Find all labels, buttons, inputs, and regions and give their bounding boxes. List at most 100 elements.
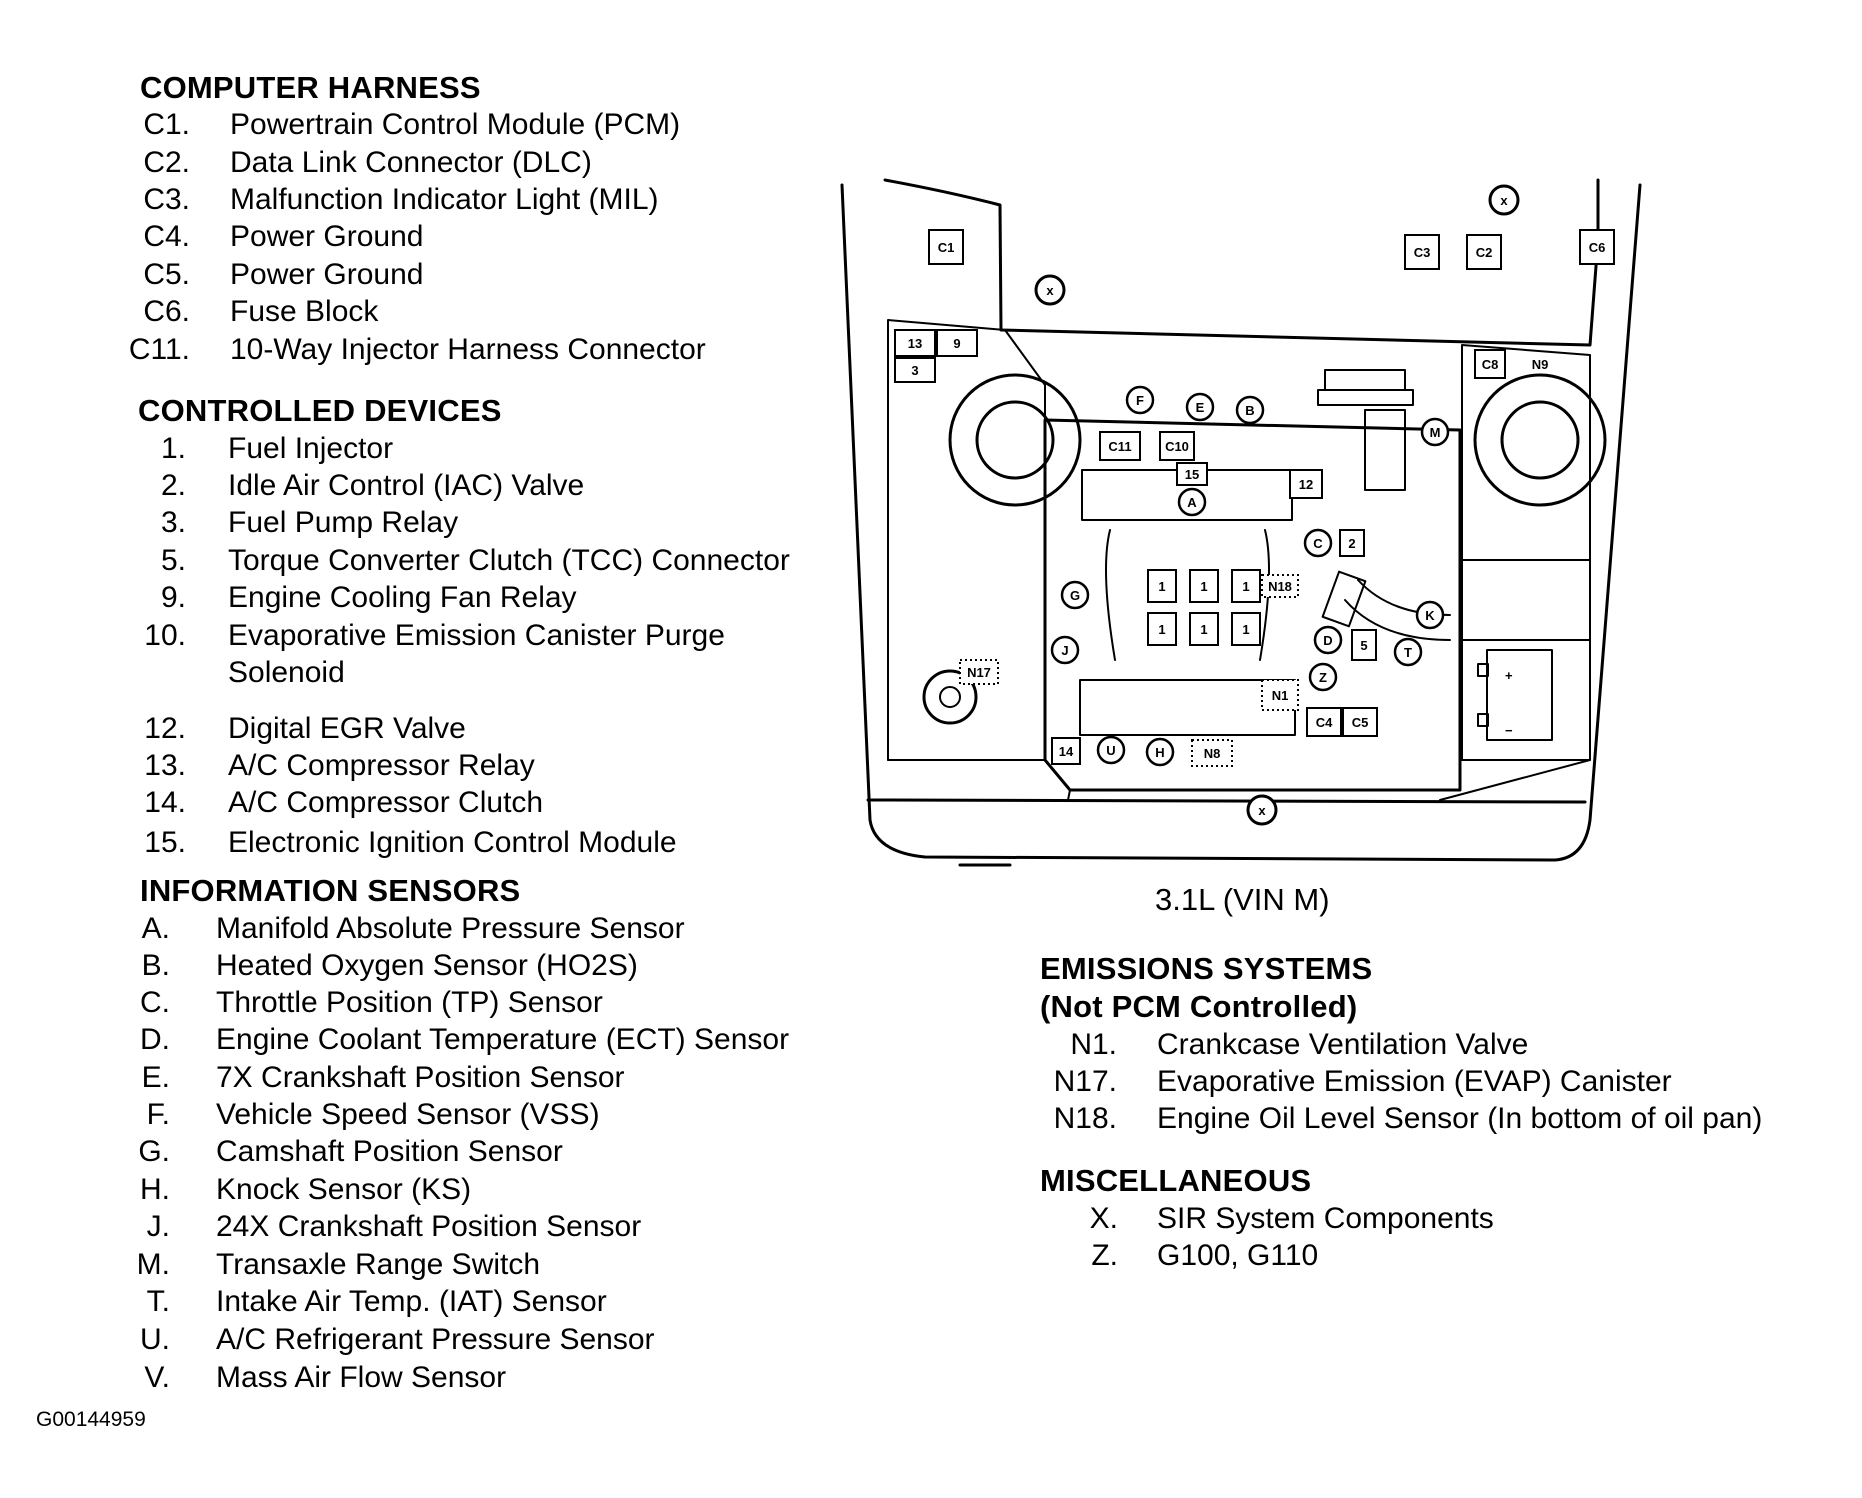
evap-canister [922,669,978,725]
label-box-n1 [1261,679,1299,711]
label-box-inj [1147,612,1177,646]
label-circle-u [1096,735,1126,765]
legend-text: Data Link Connector (DLC) [230,146,592,179]
label-j: J [1061,643,1068,658]
legend-text: G100, G110 [1157,1239,1319,1272]
legend-text: Power Ground [230,258,424,291]
legend-text: Fuel Pump Relay [228,506,459,539]
label-box-c3 [1404,234,1440,270]
label-box-r15 [1176,462,1208,486]
legend-code: C3. [143,183,190,216]
legend-text: SIR System Components [1157,1202,1494,1235]
emissions-subtitle: (Not PCM Controlled) [1040,989,1358,1024]
right-strut-ring-outer [1473,373,1607,507]
legend-code: H. [140,1173,170,1206]
label-box-c2 [1466,234,1502,270]
legend-code: T. [146,1285,170,1318]
lower-left-panel [887,759,1071,801]
legend-code: 5. [160,544,186,577]
legend-text: A/C Compressor Relay [228,749,535,782]
legend-text: Throttle Position (TP) Sensor [216,986,603,1019]
legend-code: 15. [144,826,186,859]
legend-text: Torque Converter Clutch (TCC) Connector [228,544,790,577]
label-circle-c [1303,528,1333,558]
legend-code: N1. [1070,1028,1117,1061]
legend-text: Crankcase Ventilation Valve [1157,1028,1529,1061]
legend-text: 10-Way Injector Harness Connector [230,333,706,366]
label-box-r12 [1289,469,1323,499]
label-r14: 14 [1059,744,1074,759]
label-x: x [1258,803,1266,818]
legend-code: Z. [1091,1239,1118,1272]
label-box-inj [1231,612,1261,646]
legend-text: Fuel Injector [228,432,394,465]
legend-text: Malfunction Indicator Light (MIL) [230,183,659,216]
label-box-c6 [1579,229,1615,265]
legend-code: V. [144,1361,170,1394]
label-inj: 1 [1242,579,1249,594]
legend-code: 3. [160,506,186,539]
label-r2: 2 [1348,536,1355,551]
legend-code: M. [136,1248,170,1281]
engine-block-outline [1043,418,1462,792]
label-box-c1 [928,229,964,265]
legend-code: G. [138,1135,170,1168]
label-circle-k [1415,600,1445,630]
label-d: D [1323,633,1332,648]
figure-id: G00144959 [36,1408,146,1431]
legend-code: 13. [144,749,186,782]
label-z: Z [1319,670,1327,685]
label-r5: 5 [1360,638,1367,653]
legend-text: Digital EGR Valve [228,712,466,745]
legend-text: Evaporative Emission (EVAP) Canister [1157,1065,1672,1098]
label-c4: C4 [1316,715,1333,730]
controlled-devices-title: CONTROLLED DEVICES [138,393,502,428]
label-box-inj [1189,569,1219,603]
label-n8: N8 [1204,746,1221,761]
legend-text: Engine Oil Level Sensor (In bottom of oi… [1157,1102,1763,1135]
air-intake-cap [1324,369,1406,391]
legend-code: 1. [160,432,186,465]
computer-harness-title: COMPUTER HARNESS [140,70,481,105]
label-h: H [1155,745,1164,760]
label-n18: N18 [1268,579,1292,594]
label-c2: C2 [1476,245,1493,260]
label-circle-j [1050,635,1080,665]
battery-post-plus [1477,663,1489,677]
miscellaneous-title: MISCELLANEOUS [1040,1163,1312,1198]
label-n1: N1 [1272,688,1289,703]
label-circle-f [1125,385,1155,415]
label-f: F [1136,393,1144,408]
label-n9: N9 [1532,357,1549,372]
label-r13: 13 [908,336,922,351]
label-box-c5 [1342,707,1378,737]
left-strut-tower [887,319,1046,761]
legend-text: 24X Crankshaft Position Sensor [216,1210,642,1243]
information-sensors-title: INFORMATION SENSORS [140,873,521,908]
label-c3: C3 [1414,245,1431,260]
evap-canister-port [939,686,961,708]
legend-text: Engine Coolant Temperature (ECT) Sensor [216,1023,790,1056]
legend-code: 9. [160,581,186,614]
legend-text: Mass Air Flow Sensor [216,1361,507,1394]
legend-text: Manifold Absolute Pressure Sensor [216,912,685,945]
legend-code: A. [141,912,170,945]
legend-text: 7X Crankshaft Position Sensor [216,1061,625,1094]
right-strut-ring-inner [1500,400,1580,480]
label-box-c8 [1474,349,1506,379]
legend-text: Transaxle Range Switch [216,1248,541,1281]
runner-left [1105,529,1116,661]
lower-right-panel [1439,759,1591,801]
label-circle-e [1185,392,1215,422]
label-x: x [1046,283,1054,298]
label-box-r3 [894,357,936,383]
label-box-r9 [936,329,978,357]
label-u: U [1106,743,1115,758]
legend-code: E. [141,1061,170,1094]
label-c10: C10 [1165,439,1189,454]
label-circle-t [1393,637,1423,667]
battery-plus-sign: + [1505,668,1513,683]
label-r15: 15 [1185,467,1199,482]
label-inj: 1 [1200,622,1207,637]
